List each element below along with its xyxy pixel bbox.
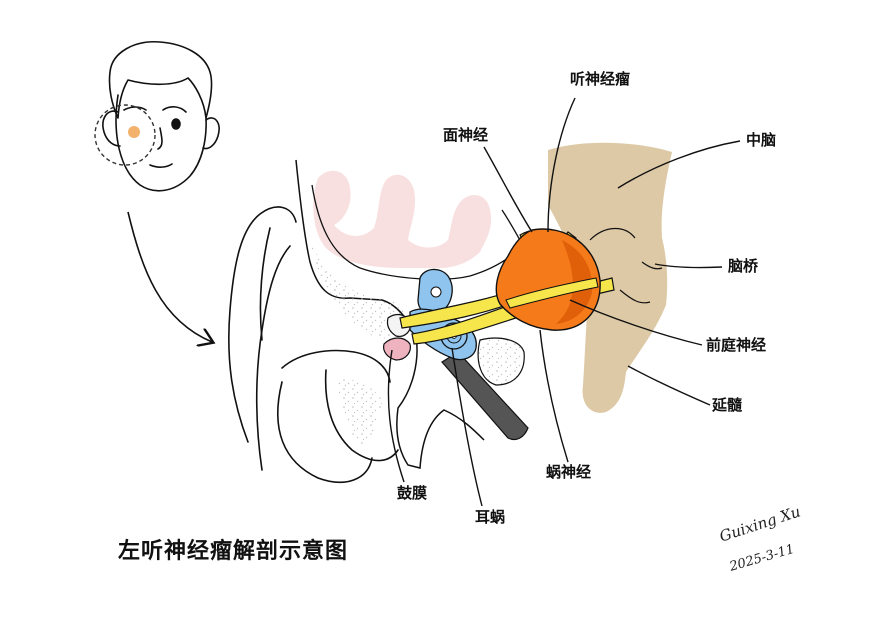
ear-marker <box>128 126 140 138</box>
label-midbrain: 中脑 <box>746 131 777 149</box>
mouth <box>149 163 173 168</box>
brainstem-contours <box>589 227 663 304</box>
nerve-over-tumor <box>505 277 599 309</box>
outer-ear <box>228 206 399 483</box>
left-eyebrow <box>123 106 147 111</box>
label-facial-nerve: 面神经 <box>443 126 489 144</box>
leader-facial-nerve <box>483 146 533 233</box>
tympanic-membrane <box>383 337 411 361</box>
leader-acoustic-neuroma <box>547 97 576 233</box>
leader-lines <box>387 97 741 507</box>
label-pons: 脑桥 <box>728 257 759 275</box>
dashed-zoom-circle <box>94 104 156 166</box>
label-tympanic-membrane: 鼓膜 <box>397 484 428 502</box>
label-vestibular-nerve: 前庭神经 <box>706 336 767 354</box>
brainstem <box>548 142 672 413</box>
bone-stipple-upper <box>310 240 412 340</box>
label-medulla: 延髓 <box>712 396 743 414</box>
right-ear <box>202 117 220 150</box>
bone-stipple-lower <box>336 378 382 445</box>
leader-medulla <box>627 365 711 406</box>
curved-arrow <box>127 211 212 342</box>
right-eye <box>171 118 181 130</box>
label-cochlear-nerve: 蜗神经 <box>546 463 592 481</box>
leader-midbrain <box>617 140 741 189</box>
bone-outline <box>295 159 485 469</box>
eustachian-tube <box>441 351 529 441</box>
diagram-title: 左听神经瘤解剖示意图 <box>118 539 349 564</box>
leader-cochlea <box>451 347 483 507</box>
pink-brain-tissue <box>313 170 492 268</box>
label-acoustic-neuroma: 听神经瘤 <box>570 70 631 88</box>
face-illustration <box>102 41 220 192</box>
face-outline <box>115 94 207 192</box>
label-cochlea: 耳蜗 <box>475 508 506 526</box>
leader-pons <box>654 263 723 269</box>
nose <box>157 127 163 150</box>
leader-vestibular-nerve <box>569 299 703 346</box>
bone-stipple-middle <box>477 337 525 386</box>
right-eyebrow <box>162 106 187 113</box>
hair <box>108 41 213 119</box>
left-ear <box>102 110 121 147</box>
leader-cochlear-nerve <box>539 329 569 463</box>
leader-tympanic-membrane <box>387 349 405 483</box>
